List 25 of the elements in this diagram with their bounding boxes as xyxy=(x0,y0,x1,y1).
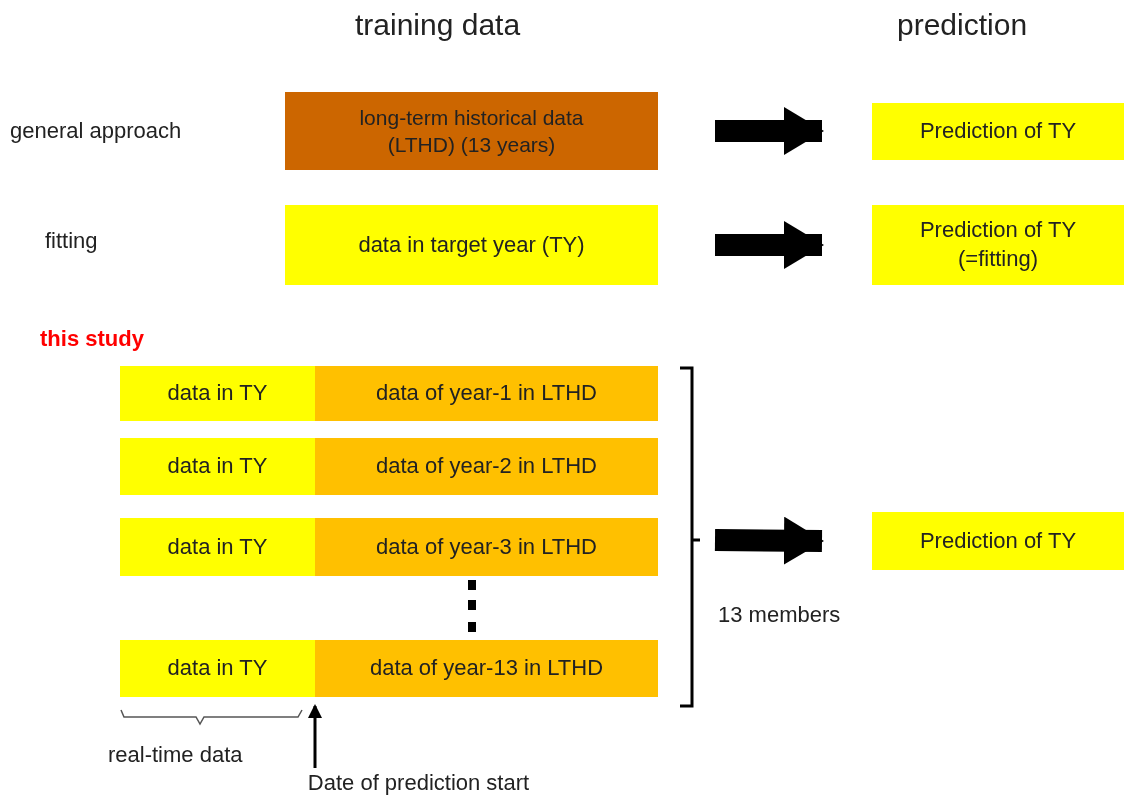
data-box: Prediction of TY xyxy=(872,103,1124,160)
block-arrow xyxy=(715,107,824,155)
data-box: data of year-13 in LTHD xyxy=(315,640,658,697)
data-box: data in TY xyxy=(120,438,315,495)
data-box: data in TY xyxy=(120,366,315,421)
data-box: data of year-1 in LTHD xyxy=(315,366,658,421)
column-header: prediction xyxy=(897,8,1028,42)
section-heading: this study xyxy=(40,326,144,352)
block-arrow xyxy=(714,516,824,565)
span-label: real-time data xyxy=(108,742,243,768)
row-label: fitting xyxy=(45,228,98,254)
data-box: data of year-3 in LTHD xyxy=(315,518,658,576)
data-box: data of year-2 in LTHD xyxy=(315,438,658,495)
block-arrow xyxy=(715,221,824,269)
data-box: data in target year (TY) xyxy=(285,205,658,285)
data-box: data in TY xyxy=(120,640,315,697)
row-label: general approach xyxy=(10,118,182,144)
arrow xyxy=(308,704,322,768)
data-box: Prediction of TY (=fitting) xyxy=(872,205,1124,285)
data-box: data in TY xyxy=(120,518,315,576)
annotation-text: Date of prediction start xyxy=(296,768,541,798)
member-count: 13 members xyxy=(718,602,841,628)
data-box: Prediction of TY xyxy=(872,512,1124,570)
column-header: training data xyxy=(355,8,521,42)
data-box: long-term historical data (LTHD) (13 years) xyxy=(285,92,658,170)
